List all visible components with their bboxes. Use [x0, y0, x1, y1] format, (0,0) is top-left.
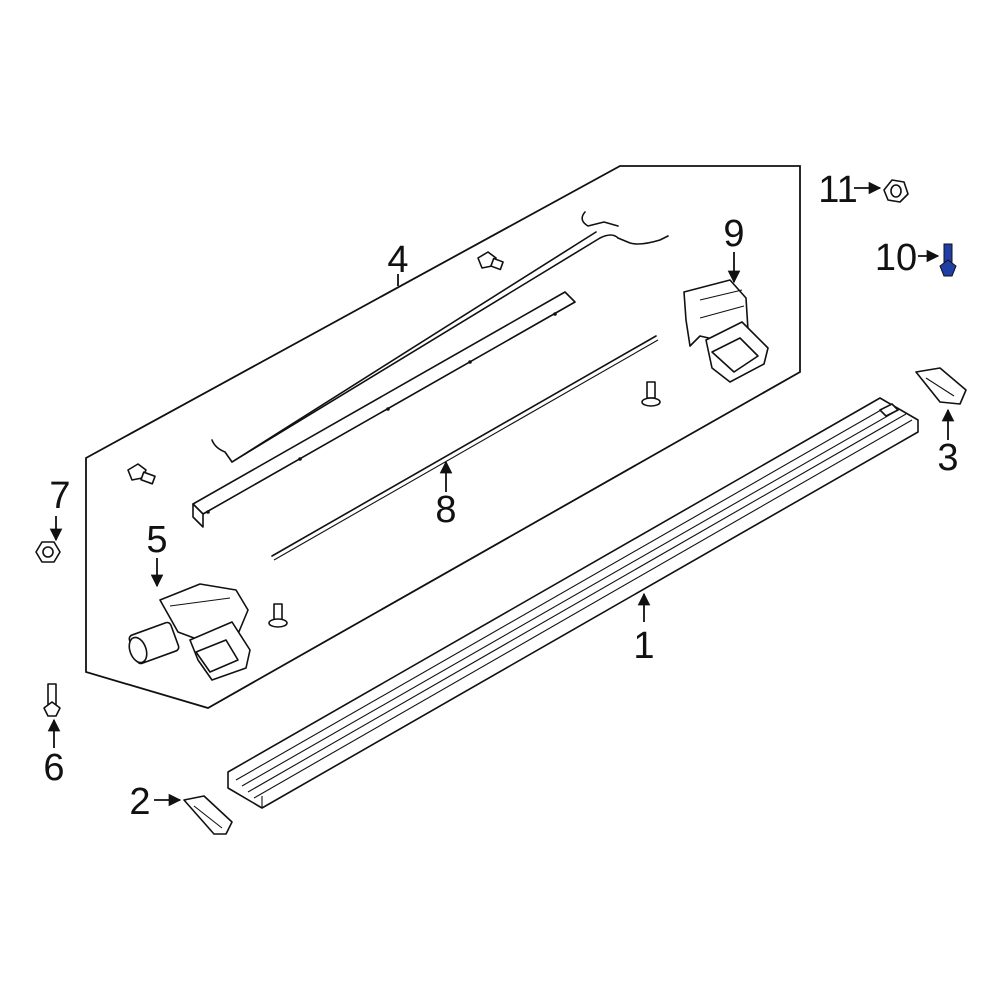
stud-bolt[interactable] — [43, 683, 61, 717]
nut[interactable] — [35, 541, 61, 563]
push-pin-lower[interactable] — [268, 603, 288, 628]
callout-8: 8 — [435, 489, 456, 531]
callout-1: 1 — [633, 625, 654, 667]
leader-lines — [47, 181, 955, 807]
front-end-cap[interactable] — [183, 795, 233, 835]
flange-nut[interactable] — [883, 179, 909, 203]
front-bracket-motor[interactable] — [126, 583, 251, 681]
control-rod[interactable] — [271, 335, 659, 561]
callout-7: 7 — [49, 475, 70, 517]
rear-end-cap[interactable] — [915, 367, 967, 405]
callout-10: 10 — [875, 237, 917, 279]
motor-assembly-panel — [85, 165, 801, 709]
running-board[interactable] — [227, 397, 919, 809]
callout-6: 6 — [43, 747, 64, 789]
callout-3: 3 — [937, 437, 958, 479]
wire-harness[interactable] — [211, 211, 669, 463]
callout-5: 5 — [146, 519, 167, 561]
mounting-rail[interactable] — [192, 291, 576, 528]
bolt-left[interactable] — [127, 463, 156, 485]
callout-9: 9 — [723, 213, 744, 255]
highlighted-bolt[interactable] — [939, 243, 957, 277]
push-pin-right[interactable] — [641, 381, 661, 407]
callout-4: 4 — [387, 239, 408, 281]
callout-2: 2 — [129, 781, 150, 823]
callout-11: 11 — [818, 169, 857, 211]
rear-bracket[interactable] — [683, 279, 769, 383]
bolt-upper[interactable] — [477, 251, 504, 271]
